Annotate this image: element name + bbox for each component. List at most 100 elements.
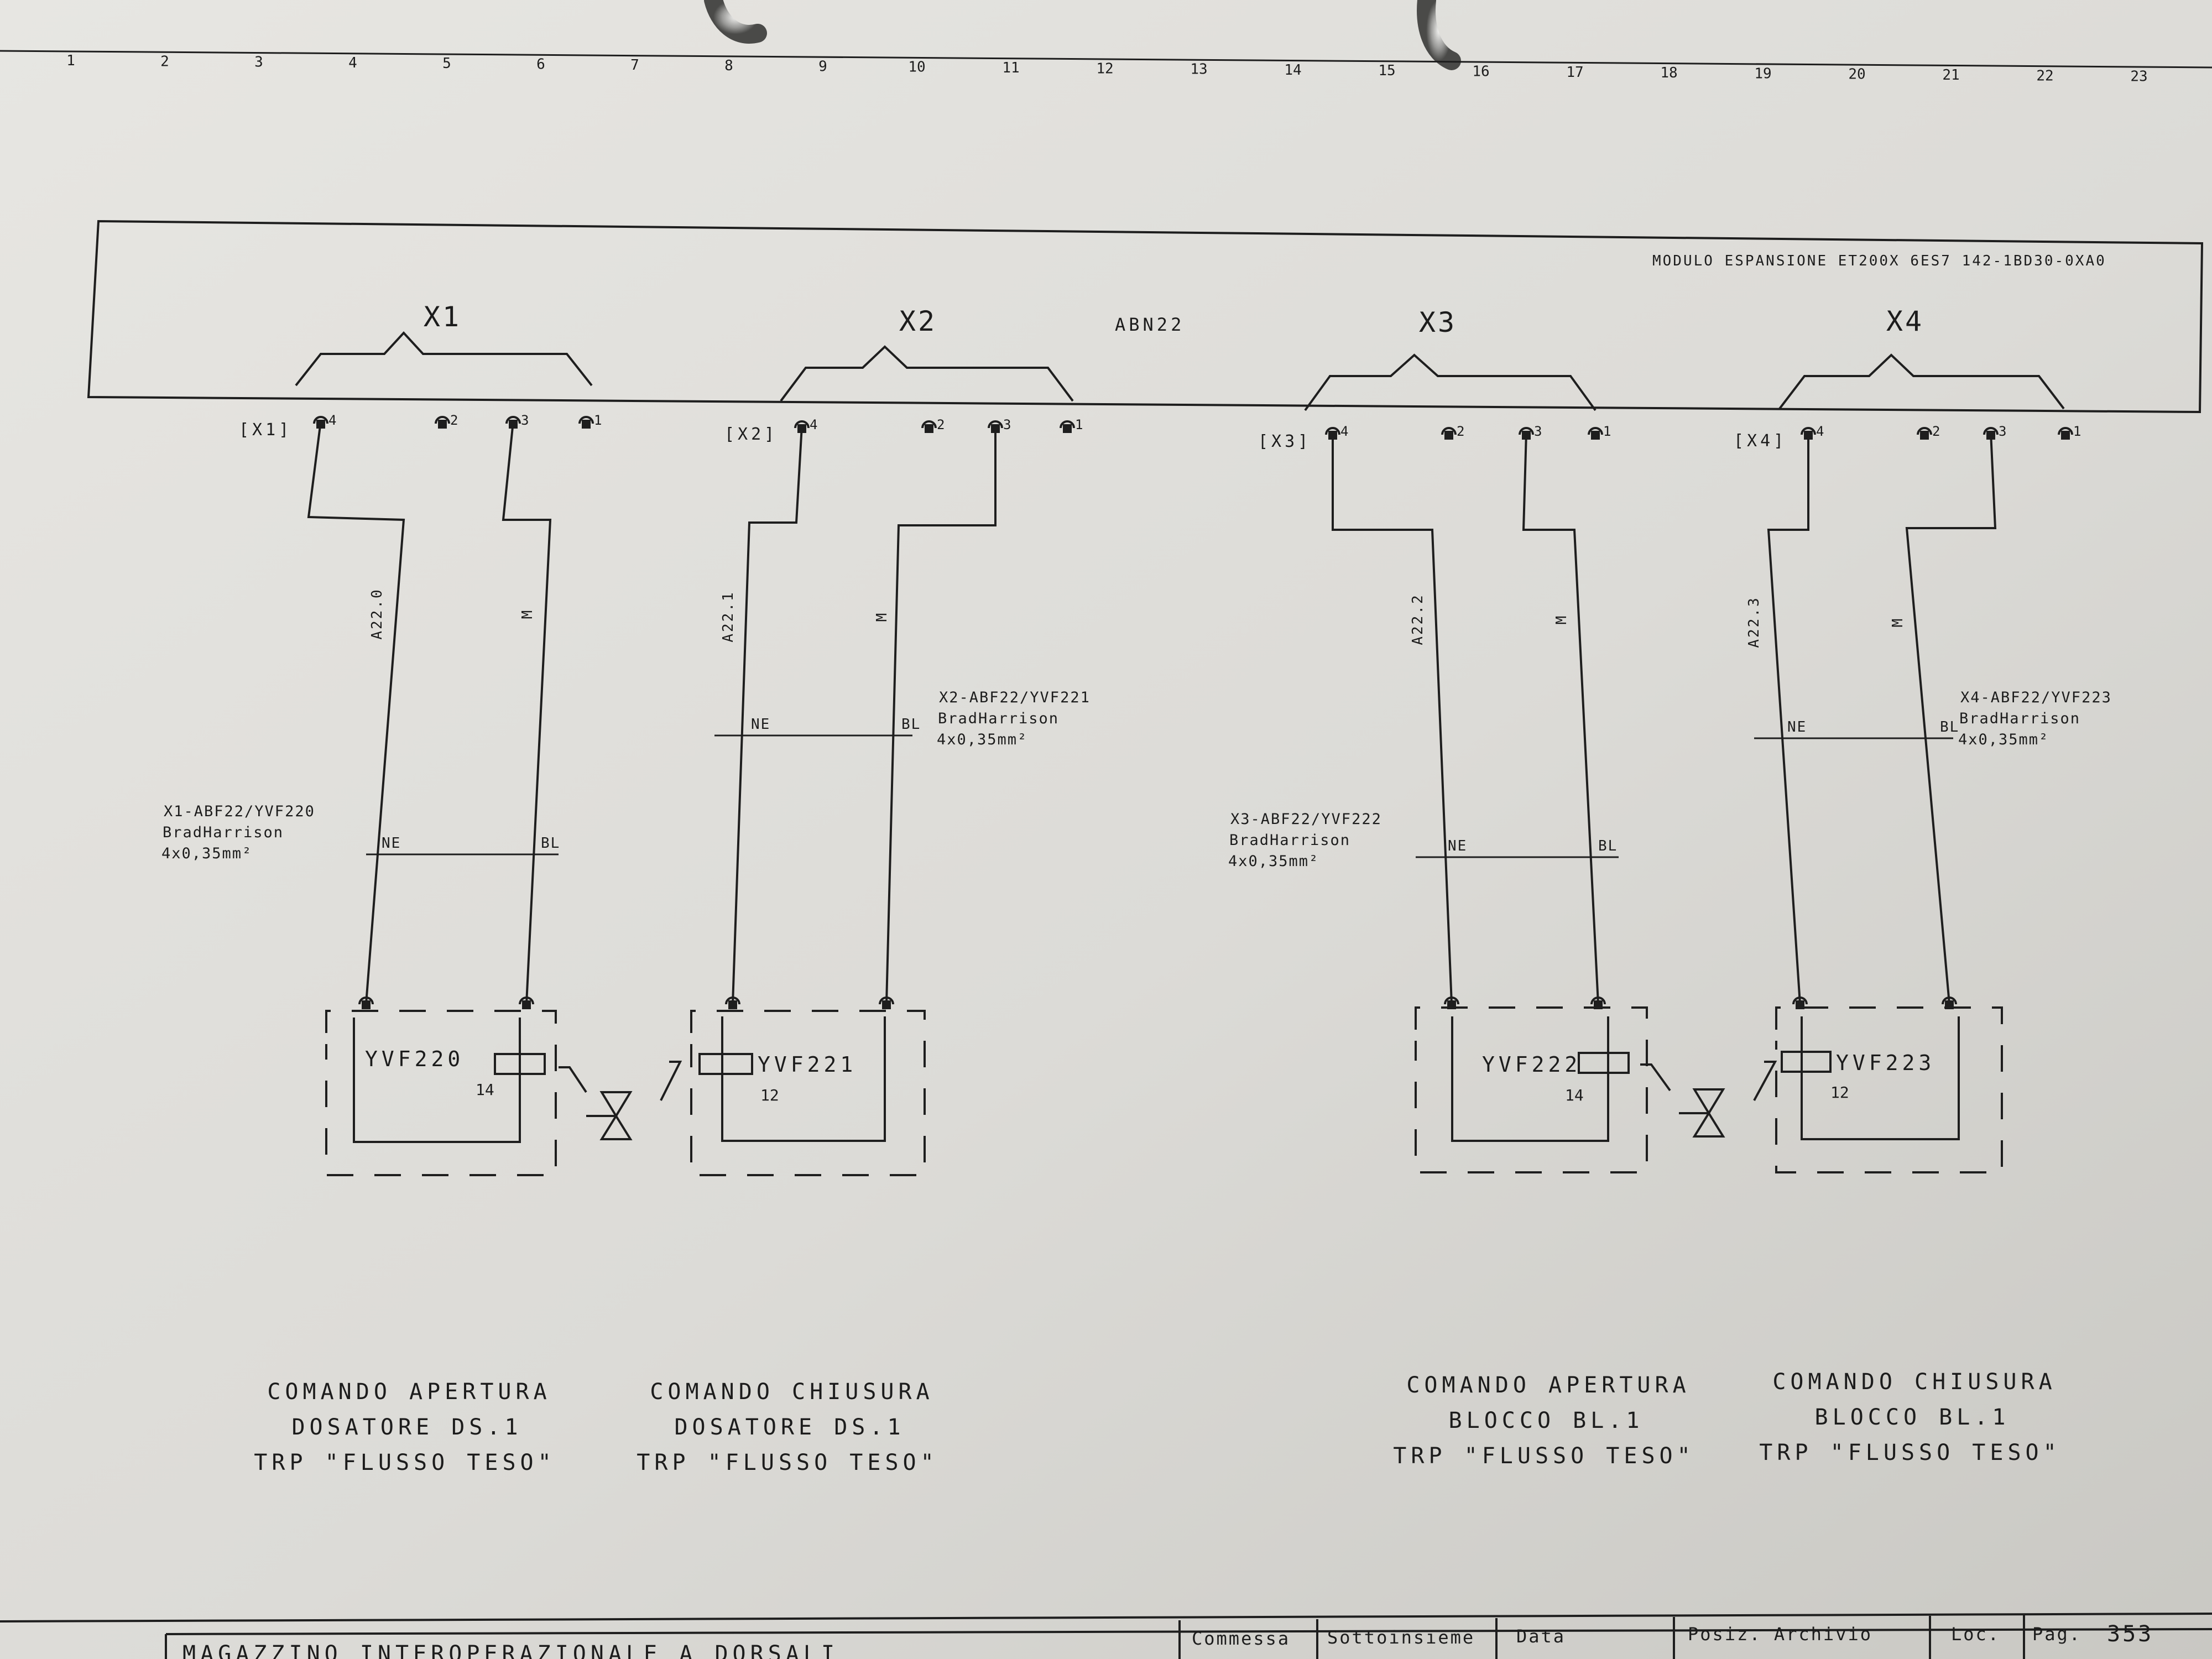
device-tag: YVF223 <box>1836 1051 1935 1075</box>
device-number: 12 <box>760 1086 779 1104</box>
valve-symbol-ds1 <box>559 1061 682 1140</box>
pin-number: 4 <box>328 413 336 428</box>
cable-info-line: 4x0,35mm² <box>161 845 252 862</box>
coil-loop <box>1801 1016 1960 1140</box>
column-number: 6 <box>536 56 545 73</box>
pin-number: 4 <box>1340 424 1348 439</box>
cable-info-line: X4-ABF22/YVF223 <box>1960 689 2112 706</box>
module-label: ABN22 <box>1115 314 1185 335</box>
pag-label: Pag. <box>2032 1624 2081 1645</box>
conductor-right: BL <box>1940 719 1959 735</box>
pin-number: 1 <box>594 413 602 428</box>
wire-label-signal: A22.0 <box>369 588 385 639</box>
drawing-title: MAGAZZINO INTEROPERAZIONALE A DORSALI <box>182 1641 839 1659</box>
pin-number: 3 <box>1999 424 2006 439</box>
coil-loop <box>1451 1016 1609 1142</box>
wire-signal <box>732 425 803 1004</box>
device-number: 12 <box>1830 1083 1849 1102</box>
device-enclosure <box>690 1010 926 1176</box>
cable-info-line: 4x0,35mm² <box>1228 853 1319 870</box>
column-number: 8 <box>724 58 733 74</box>
device-enclosure <box>1415 1006 1648 1173</box>
function-caption-line: COMANDO CHIUSURA <box>650 1379 933 1405</box>
wire-common <box>1905 432 1997 1004</box>
coil-loop <box>721 1016 886 1142</box>
column-number: 21 <box>1942 67 1959 84</box>
column-number: 20 <box>1848 66 1865 83</box>
column-number: 12 <box>1096 60 1113 77</box>
wire-label-common: M <box>519 609 536 619</box>
wire-label-common: M <box>874 612 890 622</box>
cable-info-line: BradHarrison <box>1229 832 1350 849</box>
solenoid-coil-icon <box>1578 1052 1630 1074</box>
column-number: 17 <box>1566 64 1583 81</box>
cable-info-line: 4x0,35mm² <box>937 731 1027 748</box>
cable-info-line: BradHarrison <box>1959 710 2080 727</box>
column-number: 11 <box>1002 60 1019 76</box>
device-tag: YVF221 <box>758 1052 857 1077</box>
conductor-left: NE <box>751 716 770 733</box>
pin-number: 3 <box>521 413 529 428</box>
cable-info-line: 4x0,35mm² <box>1958 731 2049 748</box>
terminal-tag: [X2] <box>724 425 778 444</box>
column-number: 7 <box>630 57 639 74</box>
terminal-tag: [X1] <box>239 420 292 440</box>
expansion-module: MODULO ESPANSIONE ET200X 6ES7 142-1BD30-… <box>87 220 2204 414</box>
column-number: 2 <box>160 53 169 70</box>
conductor-left: NE <box>1787 719 1807 735</box>
function-caption-line: BLOCCO BL.1 <box>1815 1405 2010 1430</box>
conductor-left: NE <box>382 835 401 852</box>
wire-label-signal: A22.2 <box>1410 593 1426 645</box>
cable-info-line: X3-ABF22/YVF222 <box>1230 811 1382 828</box>
pin-number: 4 <box>810 417 817 432</box>
pin-number: 4 <box>1816 424 1824 439</box>
connector-label: X3 <box>1419 306 1457 338</box>
loc-label: Loc. <box>1951 1624 2000 1645</box>
pin-number: 2 <box>450 413 458 428</box>
cable-info-line: BradHarrison <box>163 824 284 841</box>
column-number: 16 <box>1472 64 1489 80</box>
conductor-right: BL <box>541 835 560 852</box>
terminal-tag: [X4] <box>1734 431 1787 451</box>
page-number: 353 <box>2107 1621 2153 1647</box>
function-caption-line: DOSATORE DS.1 <box>291 1415 522 1440</box>
wire-label-signal: A22.1 <box>720 591 737 642</box>
conductor-right: BL <box>901 716 921 733</box>
terminal-tag: [X3] <box>1258 432 1311 451</box>
device-enclosure <box>325 1010 557 1176</box>
device-number: 14 <box>476 1081 494 1099</box>
solenoid-coil-icon <box>698 1053 753 1075</box>
connector-label: X2 <box>899 305 937 337</box>
function-caption-line: COMANDO APERTURA <box>1406 1373 1690 1398</box>
column-number: 5 <box>442 55 451 72</box>
function-caption-line: DOSATORE DS.1 <box>674 1415 905 1440</box>
column-number: 22 <box>2036 67 2053 84</box>
wire-signal <box>1332 432 1453 1004</box>
connector-brace <box>295 331 593 387</box>
function-caption-line: TRP "FLUSSO TESO" <box>637 1450 938 1475</box>
module-title: MODULO ESPANSIONE ET200X 6ES7 142-1BD30-… <box>1652 253 2106 269</box>
connector-brace <box>1778 353 2065 410</box>
posiz-archivio-label: Posiz. Archivio <box>1688 1624 1872 1645</box>
cable-info-line: BradHarrison <box>938 710 1059 727</box>
wire-label-signal: A22.3 <box>1746 596 1762 648</box>
connector-brace <box>780 345 1074 402</box>
valve-symbol-bl1 <box>1640 1061 1777 1138</box>
column-number: 14 <box>1284 62 1301 79</box>
wire-signal <box>307 421 405 1004</box>
function-caption-line: COMANDO CHIUSURA <box>1772 1369 2056 1395</box>
conductor-left: NE <box>1448 838 1467 854</box>
pin-number: 2 <box>937 417 945 432</box>
wire-common <box>885 426 997 1004</box>
device-number: 14 <box>1565 1086 1584 1104</box>
binder-rings <box>704 0 1461 70</box>
commessa-label: Commessa <box>1192 1628 1290 1649</box>
pin-number: 2 <box>1457 424 1464 439</box>
pin-number: 1 <box>1075 417 1083 432</box>
column-number: 1 <box>66 53 75 69</box>
pin-number: 3 <box>1534 424 1542 439</box>
connector-label: X1 <box>424 301 461 333</box>
